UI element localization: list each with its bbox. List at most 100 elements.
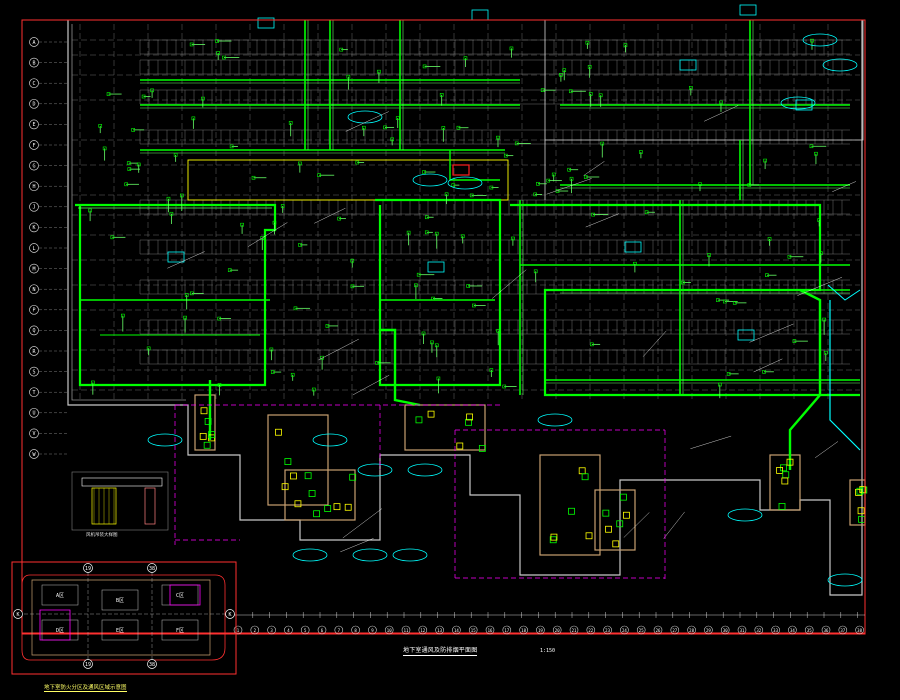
fan-unit	[465, 418, 472, 426]
leader-line	[345, 111, 389, 132]
diffuser	[317, 173, 321, 177]
fan-unit	[204, 418, 212, 425]
col-axis-bubble	[250, 625, 260, 635]
fan-unit	[456, 442, 464, 450]
col-axis-marker: 1	[233, 625, 243, 635]
diffuser	[763, 158, 767, 163]
row-axis-label: E	[32, 122, 35, 128]
col-axis-marker: 24	[620, 625, 629, 635]
key-axis-label: K	[228, 612, 231, 618]
col-axis-marker: 2	[250, 625, 260, 635]
col-axis-marker: 36	[821, 625, 831, 635]
diffuser	[716, 298, 720, 302]
fan-unit	[860, 486, 868, 494]
leader-line	[167, 251, 205, 269]
diffuser	[551, 172, 556, 177]
diffuser	[810, 38, 814, 43]
col-axis-marker: 31	[737, 625, 747, 635]
fan-unit	[294, 500, 302, 508]
col-axis-label: 5	[304, 628, 307, 633]
col-axis-bubble	[720, 625, 730, 635]
diffuser	[422, 64, 427, 69]
callout-bubble-14	[827, 573, 863, 587]
diffuser	[136, 162, 141, 167]
row-axis-marker: U	[29, 407, 68, 418]
col-axis-label: 3	[270, 628, 273, 633]
col-axis-label: 23	[605, 628, 610, 633]
diffuser	[809, 144, 814, 149]
col-axis-marker: 14	[452, 625, 461, 635]
col-axis-label: 2	[254, 628, 257, 633]
col-axis-marker: 13	[435, 625, 444, 635]
row-axis-bubble	[29, 284, 39, 295]
room-tag-6	[795, 99, 813, 111]
diffuser	[102, 146, 107, 151]
diffuser	[822, 317, 826, 322]
col-axis-bubble	[552, 625, 562, 635]
diffuser	[689, 86, 693, 90]
diffuser	[540, 88, 545, 92]
callout-bubble-2	[447, 176, 483, 190]
col-axis-label: 14	[454, 628, 459, 633]
fan-unit	[782, 471, 790, 479]
leader-line	[318, 338, 359, 361]
leader-line	[690, 435, 732, 449]
right-drop	[788, 288, 822, 470]
leader-line	[749, 323, 794, 343]
row-axis-bubble	[29, 140, 39, 150]
col-axis-bubble	[838, 625, 848, 635]
row-axis-marker: P	[29, 304, 68, 315]
col-axis-label: 36	[824, 628, 829, 633]
diffuser	[767, 237, 772, 241]
col-axis-marker: 6	[317, 625, 327, 635]
callout-bubble-6	[147, 433, 183, 447]
col-axis-bubble	[368, 625, 377, 635]
diffuser	[179, 193, 184, 198]
diffuser	[298, 243, 302, 247]
right-zone-loop	[510, 203, 860, 397]
col-axis-marker: 32	[754, 625, 764, 635]
col-axis-bubble	[485, 625, 495, 635]
col-axis-label: 32	[756, 628, 761, 633]
row-axis-bubble	[29, 243, 39, 253]
col-axis-bubble	[468, 625, 478, 635]
smoke-exhaust-riser	[829, 300, 861, 451]
col-axis-marker: 7	[334, 625, 344, 635]
row-axis-marker: V	[29, 428, 68, 439]
key-axis-label: K	[16, 612, 19, 618]
drawing-frame	[21, 19, 866, 635]
row-axis-marker: R	[29, 346, 68, 356]
fan-unit	[290, 472, 297, 480]
building-outline	[67, 20, 863, 596]
leader-line	[583, 161, 605, 176]
row-axis-label: F	[32, 143, 35, 149]
col-axis-marker: 8	[351, 625, 360, 635]
fan-unit	[786, 458, 794, 466]
diffuser	[173, 153, 178, 157]
diffuser	[424, 230, 429, 235]
drawing-title: 地下室通风及防排烟平面图	[403, 647, 478, 656]
col-axis-marker: 33	[771, 625, 780, 635]
diffuser	[503, 153, 508, 158]
diffuser	[536, 181, 540, 186]
fan-unit	[415, 416, 423, 424]
row-axis-bubble	[29, 428, 39, 439]
diffuser	[598, 93, 603, 98]
diffuser	[288, 121, 293, 125]
diffuser	[126, 161, 131, 165]
col-axis-label: 27	[672, 628, 677, 633]
col-axis-label: 11	[404, 628, 409, 633]
equipment-room-1	[284, 469, 356, 521]
fan-unit	[478, 444, 486, 452]
key-zone-0	[41, 584, 79, 606]
col-axis-marker: 25	[636, 625, 646, 635]
key-axis-label: 19	[85, 662, 91, 668]
col-axis-bubble	[435, 625, 444, 635]
col-axis-bubble	[636, 625, 646, 635]
diffuser	[390, 137, 394, 142]
fan-unit	[623, 511, 630, 519]
fan-unit	[550, 533, 558, 541]
diffuser	[823, 350, 828, 355]
